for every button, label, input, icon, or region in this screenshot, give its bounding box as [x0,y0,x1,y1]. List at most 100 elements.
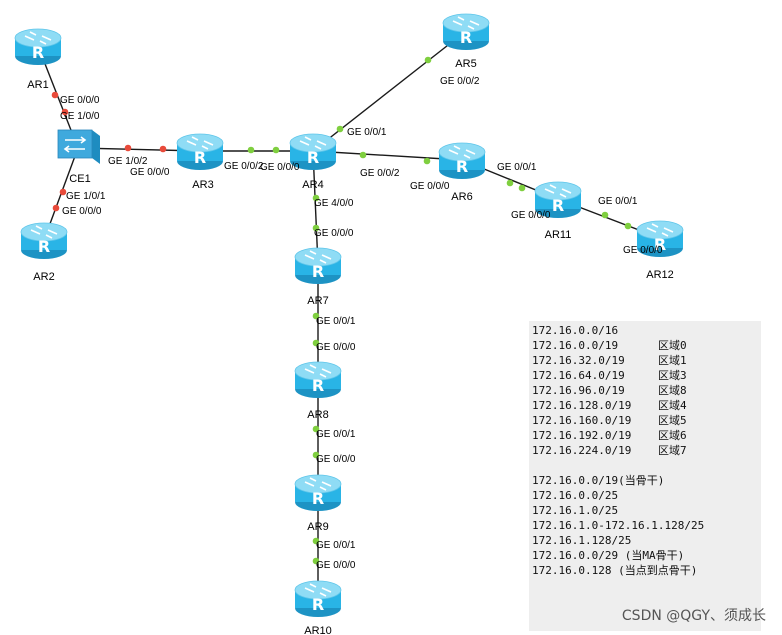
port-indicator-ar8 [312,339,320,347]
note-address: 172.16.192.0/19 [532,429,632,442]
router-glyph-icon: R [312,489,324,508]
port-indicator-ar4 [359,151,367,159]
switch-arrows-icon [63,136,87,153]
device-label: AR5 [455,58,476,70]
note-line: 172.16.0.0/19(当骨干) [532,473,761,488]
note-address: 172.16.0.0/16 [532,324,619,337]
port-label: GE 0/0/0 [130,167,170,178]
note-address: 172.16.32.0/19 [532,354,625,367]
note-line: 172.16.128.0/19 区域4 [532,398,761,413]
router-glyph-icon: R [654,235,666,254]
port-labels-layer: GE 0/0/0GE 1/0/0GE 1/0/1GE 0/0/0GE 1/0/2… [60,76,663,571]
device-ar8[interactable]: R [294,361,342,398]
device-label: AR4 [302,179,323,191]
device-label: AR1 [27,79,48,91]
router-top [294,580,342,600]
port-label: GE 0/0/0 [511,210,551,221]
router-top [294,361,342,381]
note-address: 172.16.0.0/19 [532,339,619,352]
device-ar10[interactable]: R [294,580,342,617]
device-ar6[interactable]: R [438,142,486,179]
port-label: GE 1/0/1 [66,191,106,202]
port-label: GE 0/0/2 [224,161,264,172]
note-line: 172.16.192.0/19 区域6 [532,428,761,443]
note-address: 172.16.0.128 (当点到点骨干) [532,564,698,577]
device-label: AR10 [304,625,332,635]
router-glyph-icon: R [32,43,44,62]
device-ar11[interactable]: R [534,181,582,218]
port-indicator-ce1 [59,188,67,196]
port-label: GE 0/0/2 [360,168,400,179]
note-address: 172.16.1.0-172.16.1.128/25 [532,519,705,532]
note-area: 区域6 [658,429,687,442]
port-label: GE 0/0/0 [623,245,663,256]
note-spacer [532,458,761,473]
router-arrows-icon [304,477,332,491]
router-top [636,220,684,240]
link-ar4-ar7 [312,150,319,266]
device-ar2[interactable]: R [20,222,68,259]
port-label: GE 4/0/0 [314,198,354,209]
port-indicator-ar8 [312,425,320,433]
router-top [14,28,62,48]
device-ar3[interactable]: R [176,133,224,170]
port-indicator-ar4 [336,125,344,133]
link-ar4-ar6 [312,150,463,161]
port-label: GE 0/0/0 [60,95,100,106]
port-indicator-ar12 [624,222,632,230]
router-arrows-icon [186,136,214,150]
note-line: 172.16.1.0/25 [532,503,761,518]
device-ar9[interactable]: R [294,474,342,511]
router-top [176,133,224,153]
port-label: GE 0/0/0 [410,181,450,192]
port-indicator-ar9 [312,451,320,459]
device-ce1[interactable] [57,129,100,164]
note-line: 172.16.0.0/29 (当MA骨干) [532,548,761,563]
router-top [294,474,342,494]
port-label: GE 0/0/0 [316,560,356,571]
port-label: GE 0/0/1 [316,429,356,440]
router-arrows-icon [304,250,332,264]
note-line: 172.16.0.0/16 [532,323,761,338]
note-line: 172.16.0.0/25 [532,488,761,503]
note-area: 区域8 [658,384,687,397]
device-ar1[interactable]: R [14,28,62,65]
port-indicator-ar7 [312,224,320,232]
device-label: AR12 [646,269,674,281]
device-ar7[interactable]: R [294,247,342,284]
device-ar5[interactable]: R [442,13,490,50]
router-arrows-icon [304,583,332,597]
note-address: 172.16.128.0/19 [532,399,632,412]
router-glyph-icon: R [552,196,564,215]
port-indicator-ar7 [312,312,320,320]
device-label: CE1 [69,173,90,185]
router-glyph-icon: R [456,157,468,176]
note-line: 172.16.1.0-172.16.1.128/25 [532,518,761,533]
port-indicator-ce1 [61,108,69,116]
note-area: 区域1 [658,354,687,367]
port-label: GE 0/0/0 [316,342,356,353]
device-ar12[interactable]: R [636,220,684,257]
device-ar4[interactable]: R [289,133,337,170]
port-indicator-ar5 [424,56,432,64]
note-area: 区域5 [658,414,687,427]
note-area: 区域4 [658,399,687,412]
watermark: CSDN @QGY、须成长 [621,608,766,624]
router-glyph-icon: R [307,148,319,167]
note-address: 172.16.0.0/29 (当MA骨干) [532,549,685,562]
router-top [294,247,342,267]
ports-layer [51,56,632,565]
switch-face [57,129,93,159]
router-glyph-icon: R [312,376,324,395]
note-address: 172.16.64.0/19 [532,369,625,382]
port-label: GE 0/0/1 [497,162,537,173]
device-label: AR3 [192,179,213,191]
note-line: 172.16.32.0/19 区域1 [532,353,761,368]
device-label: AR2 [33,271,54,283]
router-arrows-icon [452,16,480,30]
